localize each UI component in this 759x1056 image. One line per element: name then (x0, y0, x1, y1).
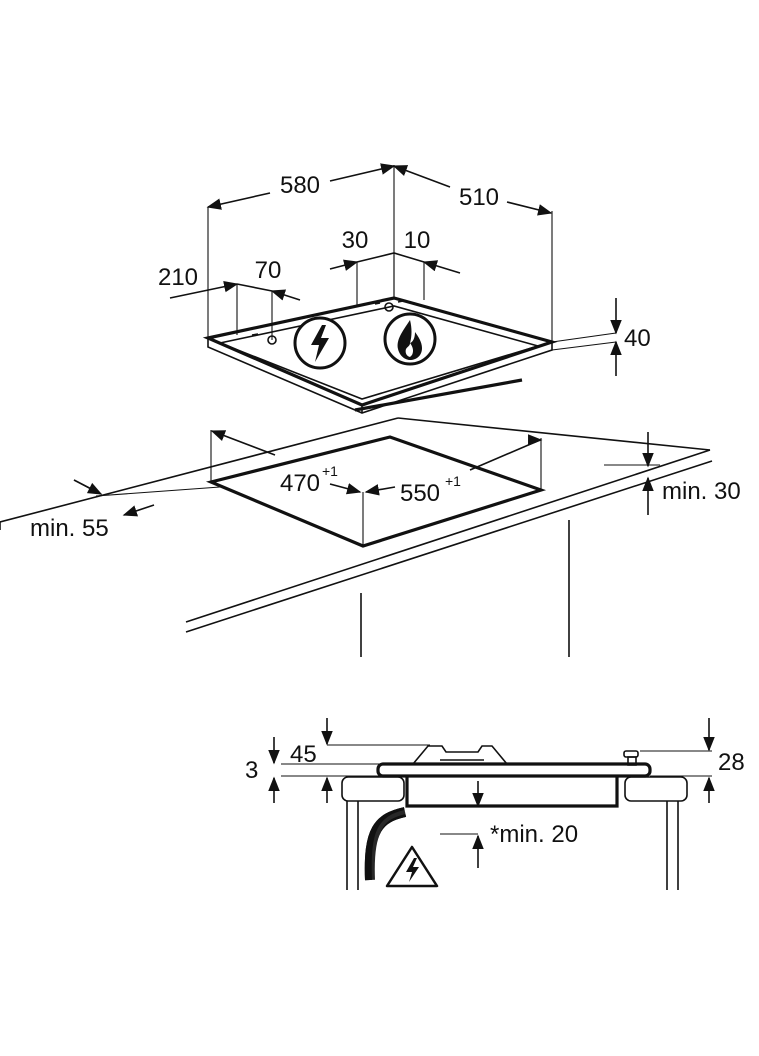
total-height-label: 45 (290, 741, 317, 768)
cutout-width-tolerance: +1 (445, 473, 461, 489)
dim-conn-offset-2-label: 10 (404, 227, 431, 254)
countertop (0, 417, 713, 657)
gas-flame-icon (383, 312, 437, 366)
dim-left-offset-label: 210 (158, 264, 198, 291)
hob-dots (251, 300, 404, 345)
glass-thickness-label: 3 (245, 757, 258, 784)
dim-conn-offset-1-label: 30 (342, 227, 369, 254)
dimension-lines-cutout (73, 430, 660, 546)
dimension-lines-top (169, 163, 622, 376)
cutout-depth-label: 470 (280, 470, 320, 497)
dim-depth-label: 510 (459, 184, 499, 211)
min-back-clearance-label: min. 30 (662, 478, 741, 505)
electric-bolt-icon (293, 316, 347, 370)
section-view (268, 718, 715, 890)
dim-left-small-label: 70 (255, 257, 282, 284)
cutout-width-label: 550 (400, 480, 440, 507)
clearance-below-label: *min. 20 (490, 821, 578, 848)
min-front-clearance-label: min. 55 (30, 515, 109, 542)
cutout-depth-tolerance: +1 (322, 463, 338, 479)
dim-height-label: 40 (624, 325, 651, 352)
electric-warning-icon (385, 845, 439, 888)
hob-top (202, 296, 558, 414)
dim-width-label: 580 (280, 172, 320, 199)
knob-height-label: 28 (718, 749, 745, 776)
